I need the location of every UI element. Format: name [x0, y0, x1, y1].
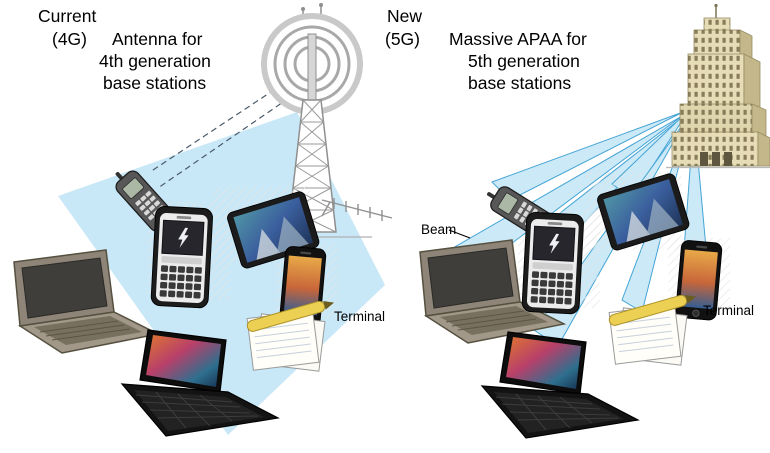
right-generation: (5G): [385, 29, 420, 49]
beam-label-leader-line: [448, 229, 471, 239]
beam-label: Beam: [421, 222, 456, 237]
documents-icon: [607, 290, 699, 366]
left-heading-line3: base stations: [103, 73, 206, 93]
qwerty-phone-icon: [150, 205, 214, 309]
left-heading-line1: Antenna for: [112, 29, 203, 49]
terminal-label-left: Terminal: [334, 309, 385, 324]
building-icon: [666, 3, 770, 169]
left-generation: (4G): [52, 29, 87, 49]
right-heading-line3: base stations: [468, 73, 571, 93]
right-era-label: New: [387, 6, 422, 26]
radio-dashed-links-4g: [149, 83, 290, 189]
right-heading-line1: Massive APAA for: [449, 29, 587, 49]
qwerty-phone-icon: [521, 211, 585, 315]
left-heading-line2: 4th generation: [99, 51, 211, 71]
antenna-tower-icon: [261, 3, 393, 238]
terminal-label-right: Terminal: [703, 303, 754, 318]
right-heading-line2: 5th generation: [468, 51, 580, 71]
left-era-label: Current: [38, 6, 96, 26]
